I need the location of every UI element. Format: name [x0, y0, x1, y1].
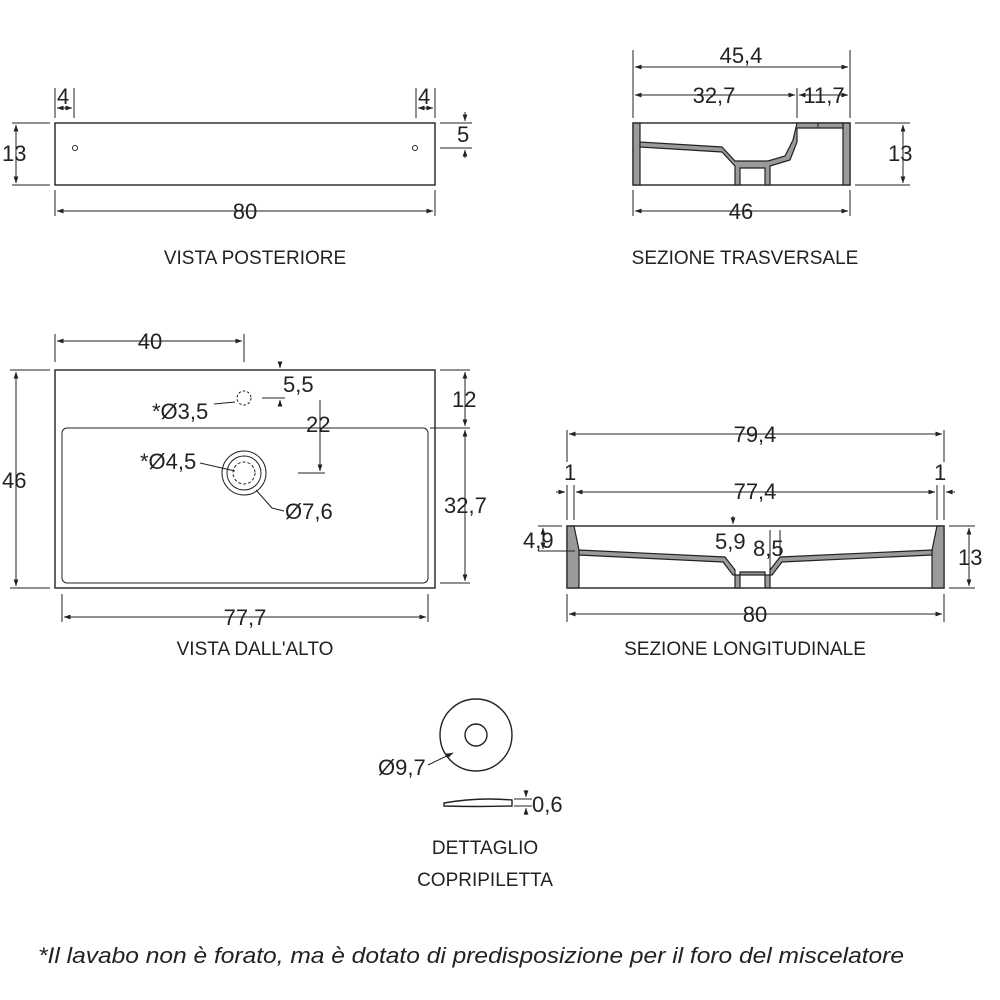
rear-mount-hole-left	[72, 145, 78, 151]
dim-drain-cover-thickness: 0,6	[532, 792, 563, 817]
tap-hole	[236, 390, 252, 406]
cross-section-view: 45,4 32,7 11,7 46 13 SEZIONE TRASVERSALE	[632, 43, 913, 269]
dim-cross-basin: 32,7	[693, 83, 736, 108]
top-view-outline	[54, 369, 436, 589]
rear-mount-hole-right	[412, 145, 418, 151]
rear-view: 80 13 4 4 5 VISTA POSTERIORE	[2, 84, 472, 269]
footnote: *Il lavabo non è forato, ma è dotato di …	[38, 943, 904, 968]
caption-longitudinal-section: SEZIONE LONGITUDINALE	[624, 639, 866, 660]
dim-long-wall-left: 1	[564, 460, 576, 485]
drain-cover-center-hole	[464, 723, 488, 747]
dim-back-deck: 12	[452, 387, 476, 412]
dim-long-wall-right: 1	[934, 460, 946, 485]
longitudinal-right-wall	[931, 525, 945, 589]
dim-cross-deck: 11,7	[803, 83, 844, 108]
dim-cross-bottom: 46	[729, 199, 753, 224]
drain-outer	[221, 450, 267, 496]
dim-long-outer-top: 79,4	[734, 422, 777, 447]
top-view: 40 46 *Ø3,5 5,5 22 12 32,7 *Ø4,5 Ø7,6	[2, 329, 487, 660]
caption-drain-cover-line1: DETTAGLIO	[432, 838, 538, 859]
dim-rear-left-offset: 4	[57, 84, 69, 109]
cross-section-basin-floor	[639, 122, 844, 186]
drain-inner	[226, 455, 262, 491]
cross-section-outline	[632, 122, 851, 186]
cross-section-right-wall	[842, 122, 851, 186]
dim-drain-outer-diameter: Ø7,6	[285, 499, 333, 524]
cross-section-left-wall	[632, 122, 641, 186]
longitudinal-left-wall	[566, 525, 580, 589]
dim-long-bottom: 80	[743, 602, 767, 627]
dim-long-drain-width: 8,5	[753, 536, 784, 561]
dim-drain-cover-diameter: Ø9,7	[378, 755, 426, 780]
dim-basin-width: 77,7	[224, 605, 267, 630]
dim-rear-width: 80	[233, 199, 257, 224]
drain-cover-profile	[443, 798, 513, 808]
drain-hole	[232, 461, 256, 485]
dim-rear-hole-height: 5	[457, 122, 469, 147]
dim-tap-hole-offset: 5,5	[283, 372, 314, 397]
dim-rear-right-offset: 4	[418, 84, 430, 109]
top-view-basin	[61, 427, 429, 584]
dim-long-drain-depth: 5,9	[715, 529, 746, 554]
drain-cover-detail: Ø9,7 0,6 DETTAGLIO COPRIPILETTA	[378, 698, 563, 891]
dim-long-inner-top: 77,4	[734, 479, 777, 504]
caption-top-view: VISTA DALL'ALTO	[177, 639, 334, 660]
caption-rear-view: VISTA POSTERIORE	[164, 248, 346, 269]
dim-cross-overall-top: 45,4	[720, 43, 763, 68]
dim-rear-height: 13	[2, 141, 26, 166]
dim-basin-depth: 32,7	[444, 493, 487, 518]
dim-long-rim: 4,9	[523, 528, 554, 553]
dim-top-depth: 46	[2, 468, 26, 493]
dim-tap-hole-diameter: *Ø3,5	[152, 399, 208, 424]
caption-cross-section: SEZIONE TRASVERSALE	[632, 248, 859, 269]
dim-long-height: 13	[958, 545, 982, 570]
dim-drain-offset: 22	[306, 412, 330, 437]
dim-cross-height: 13	[888, 141, 912, 166]
dim-drain-hole-diameter: *Ø4,5	[140, 449, 196, 474]
drain-cover-disc	[439, 698, 513, 772]
longitudinal-section-view: 79,4 77,4 1 1 4,9 5,9 8,5 13 80 SEZIONE …	[523, 422, 982, 660]
caption-drain-cover-line2: COPRIPILETTA	[417, 870, 553, 891]
rear-view-outline	[54, 122, 436, 186]
dim-top-half-width: 40	[138, 329, 162, 354]
